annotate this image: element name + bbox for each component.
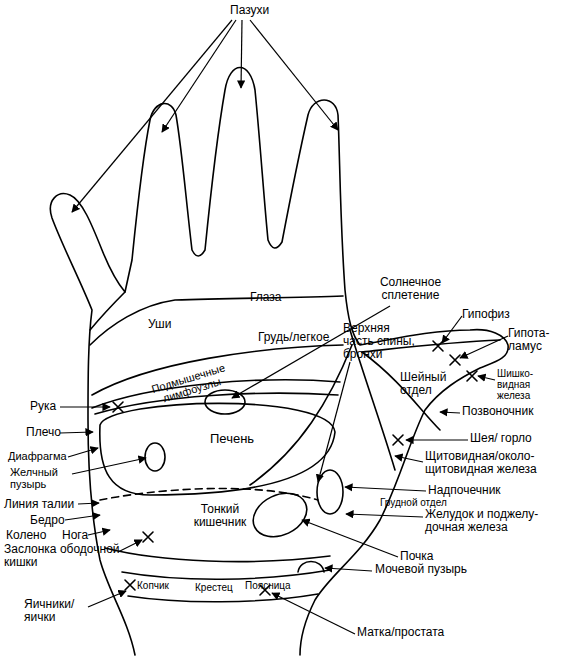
part-label: Надпочечник xyxy=(428,484,501,497)
part-label: Матка/простата xyxy=(357,626,444,639)
part-label: Нога xyxy=(62,529,88,542)
part-label: Желчный пузырь xyxy=(10,466,70,490)
part-label: Печень xyxy=(210,432,254,446)
part-label: Яичники/ яички xyxy=(24,598,86,624)
part-label: Крестец xyxy=(195,582,233,593)
part-label: Щитовидная/около- щитовидная железа xyxy=(425,450,550,476)
part-label: Солнечное сплетение xyxy=(368,276,453,302)
part-label: Грудь/легкое xyxy=(258,331,329,344)
part-label: Желудок и поджелу- дочная железа xyxy=(425,508,555,534)
part-label: Позвоночник xyxy=(462,405,533,418)
part-label: Поясница xyxy=(245,580,291,591)
part-label: Шея/ горло xyxy=(470,432,532,445)
part-label: Уши xyxy=(148,318,171,331)
part-label: Линия талии xyxy=(4,498,74,511)
part-label: Бедро xyxy=(30,514,65,527)
part-label: Шейный отдел xyxy=(400,371,450,397)
part-label: Диафрагма xyxy=(8,450,67,462)
part-label: Почка xyxy=(400,550,433,563)
part-label: Гипофиз xyxy=(462,308,510,321)
part-label: Тонкий кишечник xyxy=(185,503,255,529)
part-label: Копчик xyxy=(137,580,169,591)
part-label: Рука xyxy=(30,400,56,413)
part-label: Пазухи xyxy=(230,4,269,17)
part-label: Подмышечные лимфоузлы xyxy=(148,361,232,408)
part-label: Плечо xyxy=(26,426,61,439)
part-label: Шишко- видная железа xyxy=(497,368,541,401)
part-label: Верхняя часть спины, бронхи xyxy=(343,322,423,362)
part-label: Мочевой пузырь xyxy=(375,563,467,576)
part-label: Гипота- ламус xyxy=(508,327,560,353)
part-label: Колено xyxy=(6,529,46,542)
part-label: Грудной отдел xyxy=(380,497,447,508)
part-label: Заслонка ободочной кишки xyxy=(4,543,126,569)
part-label: Глаза xyxy=(250,291,282,304)
